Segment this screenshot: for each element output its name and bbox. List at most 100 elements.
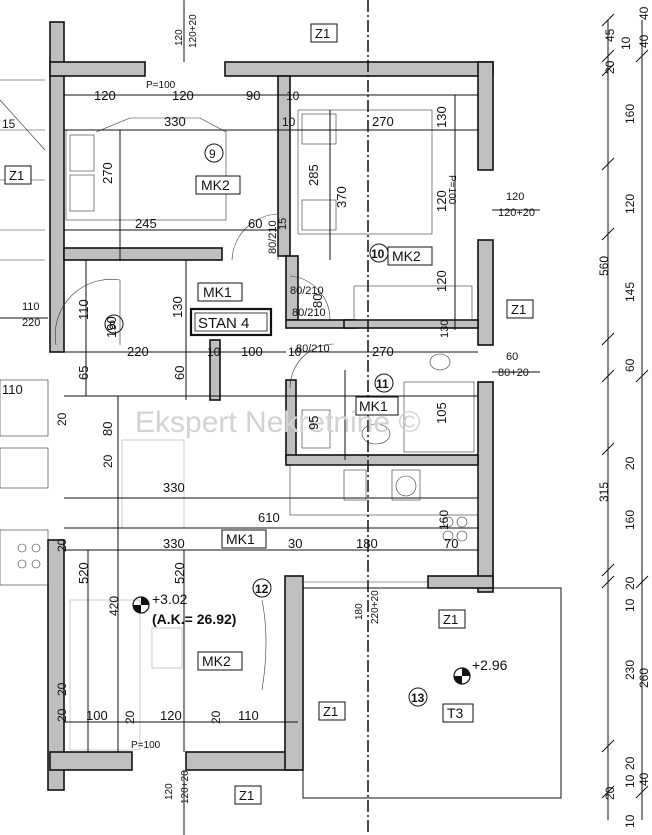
dim: 330 bbox=[163, 480, 185, 495]
dim: 160 bbox=[437, 510, 451, 530]
opening-label: 120 bbox=[164, 783, 175, 800]
terrace-type: T3 bbox=[447, 705, 464, 721]
dim: 60 bbox=[248, 216, 262, 231]
plan-text: Ekspert Nekretnine © Z1 Z1 Z1 Z1 Z1 Z1 M… bbox=[2, 6, 651, 828]
label-boxes bbox=[4, 23, 534, 805]
dim: 20 bbox=[55, 538, 69, 552]
room-number: 13 bbox=[411, 691, 425, 705]
dim: 80 bbox=[310, 294, 325, 308]
parapet-label: P=100 bbox=[446, 175, 457, 205]
dim: 270 bbox=[372, 344, 394, 359]
dim: 20 bbox=[101, 454, 115, 468]
chain-dim: 20 bbox=[603, 60, 617, 74]
dim: 420 bbox=[107, 596, 121, 616]
section-label: Z1 bbox=[315, 26, 330, 41]
dim: 120 bbox=[434, 270, 449, 292]
dim: 190 bbox=[104, 316, 119, 338]
section-label: Z1 bbox=[511, 302, 526, 317]
walls bbox=[47, 21, 494, 791]
level-main-abs: (A.K.= 26.92) bbox=[152, 611, 236, 627]
dim: 520 bbox=[76, 562, 91, 584]
parapet-label: P=100 bbox=[131, 740, 161, 751]
opening-label: 80+20 bbox=[498, 367, 529, 379]
opening-label: 120+20 bbox=[188, 14, 199, 48]
opening-label: 120+20 bbox=[180, 770, 191, 804]
section-label: Z1 bbox=[9, 168, 24, 183]
dim: 270 bbox=[100, 162, 115, 184]
room-number: 10 bbox=[371, 247, 385, 261]
parapet-label: P=100 bbox=[146, 80, 176, 91]
wall-type: MK2 bbox=[202, 653, 231, 669]
wall-type: MK2 bbox=[392, 248, 421, 264]
wall-type: MK1 bbox=[359, 398, 388, 414]
dim: 180 bbox=[356, 536, 378, 551]
dim: 20 bbox=[55, 708, 69, 722]
dim: 30 bbox=[288, 536, 302, 551]
dim: 70 bbox=[444, 536, 458, 551]
opening-label: 120+20 bbox=[498, 207, 535, 219]
dim: 220 bbox=[127, 344, 149, 359]
dim: 20 bbox=[55, 412, 69, 426]
watermark: Ekspert Nekretnine © bbox=[135, 406, 421, 439]
level-main: +3.02 bbox=[152, 591, 188, 607]
opening-label: 60 bbox=[506, 351, 518, 363]
dim: 180 bbox=[354, 603, 365, 620]
dim: 330 bbox=[164, 114, 186, 129]
room-number: 12 bbox=[255, 582, 269, 596]
wall-type: MK2 bbox=[201, 177, 230, 193]
chain-dim: 145 bbox=[623, 282, 637, 302]
dim: 80 bbox=[100, 422, 115, 436]
dim: 520 bbox=[172, 562, 187, 584]
chain-dim: 10 bbox=[623, 774, 637, 788]
dim: 10 bbox=[282, 115, 296, 129]
dim: 20 bbox=[209, 710, 223, 724]
dim: 110 bbox=[238, 708, 259, 723]
chain-dim: 560 bbox=[597, 256, 611, 276]
dim: 90 bbox=[246, 88, 260, 103]
apartment-label: STAN 4 bbox=[198, 315, 249, 332]
opening-label: 120 bbox=[174, 29, 185, 46]
dim: 105 bbox=[434, 402, 449, 424]
chain-dim: 40 bbox=[637, 34, 651, 48]
dim: 95 bbox=[306, 416, 321, 430]
chain-dim: 260 bbox=[637, 668, 651, 688]
small-label: 15 bbox=[2, 117, 16, 131]
chain-dim: 20 bbox=[623, 456, 637, 470]
dim: 120 bbox=[172, 88, 194, 103]
wall-type: MK1 bbox=[203, 284, 232, 300]
door-label: 80/210 bbox=[296, 343, 330, 355]
dim: 245 bbox=[135, 216, 157, 231]
chain-dim: 40 bbox=[637, 772, 651, 786]
chain-dim: 20 bbox=[623, 756, 637, 770]
chain-dim: 20 bbox=[603, 786, 617, 800]
chain-dim: 160 bbox=[623, 510, 637, 530]
dim: 60 bbox=[172, 366, 187, 380]
chain-dim: 60 bbox=[623, 358, 637, 372]
dim: 100 bbox=[86, 708, 108, 723]
chain-dim: 160 bbox=[623, 104, 637, 124]
section-label: Z1 bbox=[443, 612, 458, 627]
dim: 10 bbox=[207, 345, 221, 359]
door-label: 80/210 bbox=[290, 285, 324, 297]
dim: 130 bbox=[439, 320, 451, 338]
dim: 120 bbox=[160, 708, 182, 723]
chain-dim: 315 bbox=[597, 482, 611, 502]
dim: 130 bbox=[434, 106, 449, 128]
dim: 130 bbox=[170, 296, 185, 318]
section-label: Z1 bbox=[323, 704, 338, 719]
opening-label: 220 bbox=[22, 317, 40, 329]
chain-dim: 20 bbox=[623, 576, 637, 590]
opening-label: 120 bbox=[506, 191, 524, 203]
dim: 20 bbox=[55, 682, 69, 696]
opening-label: 110 bbox=[22, 301, 40, 313]
chain-dim: 10 bbox=[623, 598, 637, 612]
dim: 110 bbox=[2, 382, 23, 397]
dim: 120 bbox=[434, 190, 449, 212]
dim: 270 bbox=[372, 114, 394, 129]
dim: 65 bbox=[76, 366, 91, 380]
dim: 10 bbox=[286, 89, 300, 103]
dim: 110 bbox=[76, 299, 91, 320]
chain-dim: 10 bbox=[619, 36, 633, 50]
